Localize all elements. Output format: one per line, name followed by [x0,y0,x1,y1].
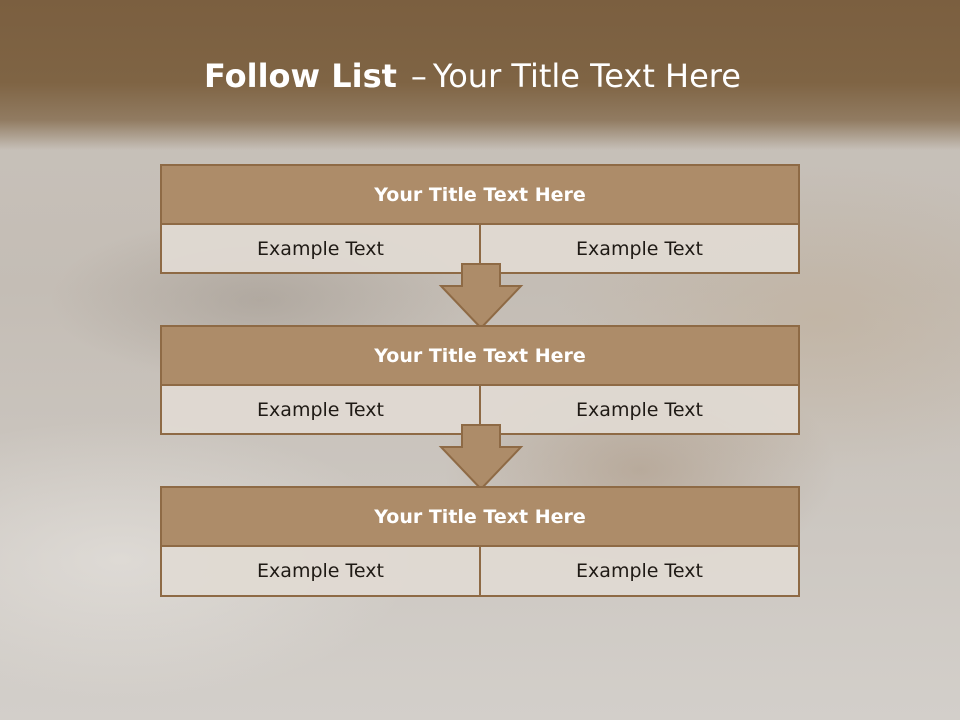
slide-title: Follow List–Your Title Text Here [0,48,945,104]
slide-title-dash: – [410,57,427,95]
step-title: Your Title Text Here [162,166,798,225]
slide-title-rest: Your Title Text Here [432,57,741,95]
step-cell-left: Example Text [257,398,384,421]
step-title: Your Title Text Here [162,488,798,547]
step-card-2: Your Title Text Here Example Text Exampl… [160,325,800,435]
down-arrow-icon [438,424,524,491]
step-cell-right: Example Text [479,225,798,272]
step-cell-right: Example Text [479,547,798,595]
step-row: Example Text Example Text [162,547,798,595]
step-title: Your Title Text Here [162,327,798,386]
step-card-3: Your Title Text Here Example Text Exampl… [160,486,800,597]
step-card-1: Your Title Text Here Example Text Exampl… [160,164,800,274]
step-row: Example Text Example Text [162,386,798,433]
step-cell-left: Example Text [257,560,384,582]
step-cell-left: Example Text [257,237,384,260]
slide-title-bold: Follow List [204,57,397,95]
down-arrow-icon [438,263,524,330]
step-cell-right: Example Text [479,386,798,433]
header-band [0,0,960,150]
